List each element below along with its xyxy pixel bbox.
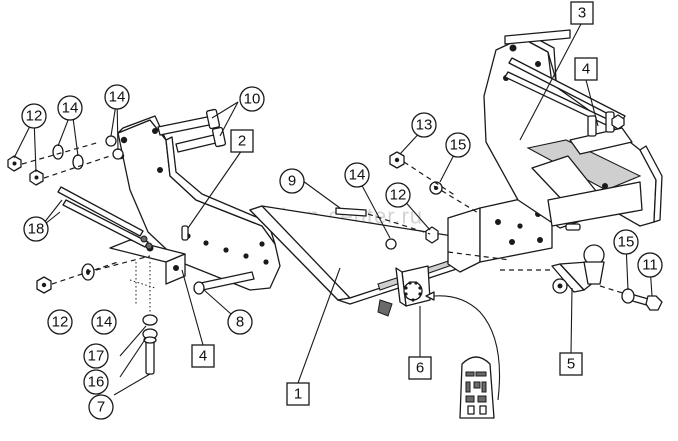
main-cross-beam [249, 191, 553, 305]
callout-15-right-label: 15 [618, 234, 635, 251]
callout-1-label: 1 [294, 386, 302, 403]
callout-17-label: 17 [88, 348, 105, 365]
callout-5-label: 5 [567, 356, 575, 373]
callout-16-label: 16 [88, 374, 105, 391]
callout-8-label: 8 [236, 314, 244, 331]
leader-lines [13, 21, 653, 396]
right-fasteners [599, 285, 663, 311]
callout-1: 1 [286, 382, 310, 406]
callout-12-bottom-left-label: 12 [52, 314, 69, 331]
callout-11-label: 11 [642, 257, 658, 274]
callout-10: 10 [239, 86, 265, 112]
long-threaded-rods [57, 186, 153, 250]
callout-13-label: 13 [416, 117, 433, 134]
callout-10-label: 10 [244, 91, 261, 108]
callout-14-top-left-label: 14 [62, 100, 79, 117]
callout-4-right: 4 [574, 57, 598, 81]
callout-12-center: 12 [385, 182, 411, 208]
callout-15-right: 15 [613, 229, 639, 255]
left-side-bracket [117, 115, 281, 291]
socket-plate [377, 265, 431, 317]
callout-18-label: 18 [28, 221, 45, 238]
callout-13: 13 [411, 112, 437, 138]
callout-15-center-label: 15 [450, 137, 467, 154]
callout-5: 5 [559, 352, 583, 376]
callout-14-center: 14 [344, 162, 370, 188]
callout-14-top-left: 14 [57, 95, 83, 121]
left-nuts-and-washers [7, 135, 124, 186]
callout-9-label: 9 [288, 173, 296, 190]
callout-18: 18 [23, 216, 49, 242]
electrical-plug [425, 291, 501, 419]
callout-14-top: 14 [104, 84, 130, 110]
callout-11: 11 [637, 252, 663, 278]
callout-2: 2 [230, 129, 254, 153]
callout-8: 8 [227, 309, 253, 335]
callout-14-top-label: 14 [109, 89, 126, 106]
callout-15-center: 15 [445, 132, 471, 158]
callout-14-bottom-left: 14 [91, 309, 117, 335]
callout-16: 16 [83, 369, 109, 395]
callout-3: 3 [570, 1, 594, 25]
callout-14-center-label: 14 [349, 167, 366, 184]
callout-12-bottom-left: 12 [47, 309, 73, 335]
callout-12-center-label: 12 [390, 187, 407, 204]
right-rods-and-plate [504, 29, 633, 155]
tow-ball-hitch [551, 244, 605, 294]
callout-6: 6 [408, 356, 432, 380]
callout-12-top-left-label: 12 [26, 108, 43, 125]
callout-4-right-label: 4 [582, 61, 590, 78]
callout-7: 7 [88, 394, 114, 420]
callout-4-left-label: 4 [199, 348, 207, 365]
callout-14-bottom-left-label: 14 [96, 314, 113, 331]
center-fasteners [335, 151, 552, 271]
callout-3-label: 3 [578, 5, 586, 22]
callout-7-label: 7 [97, 399, 105, 416]
callout-6-label: 6 [416, 360, 424, 377]
callout-4-left: 4 [191, 344, 215, 368]
callout-9: 9 [279, 168, 305, 194]
lower-left-fasteners [36, 255, 255, 375]
left-angle-plate [109, 239, 186, 314]
callout-17: 17 [83, 343, 109, 369]
callout-2-label: 2 [238, 133, 246, 150]
callout-12-top-left: 12 [21, 103, 47, 129]
